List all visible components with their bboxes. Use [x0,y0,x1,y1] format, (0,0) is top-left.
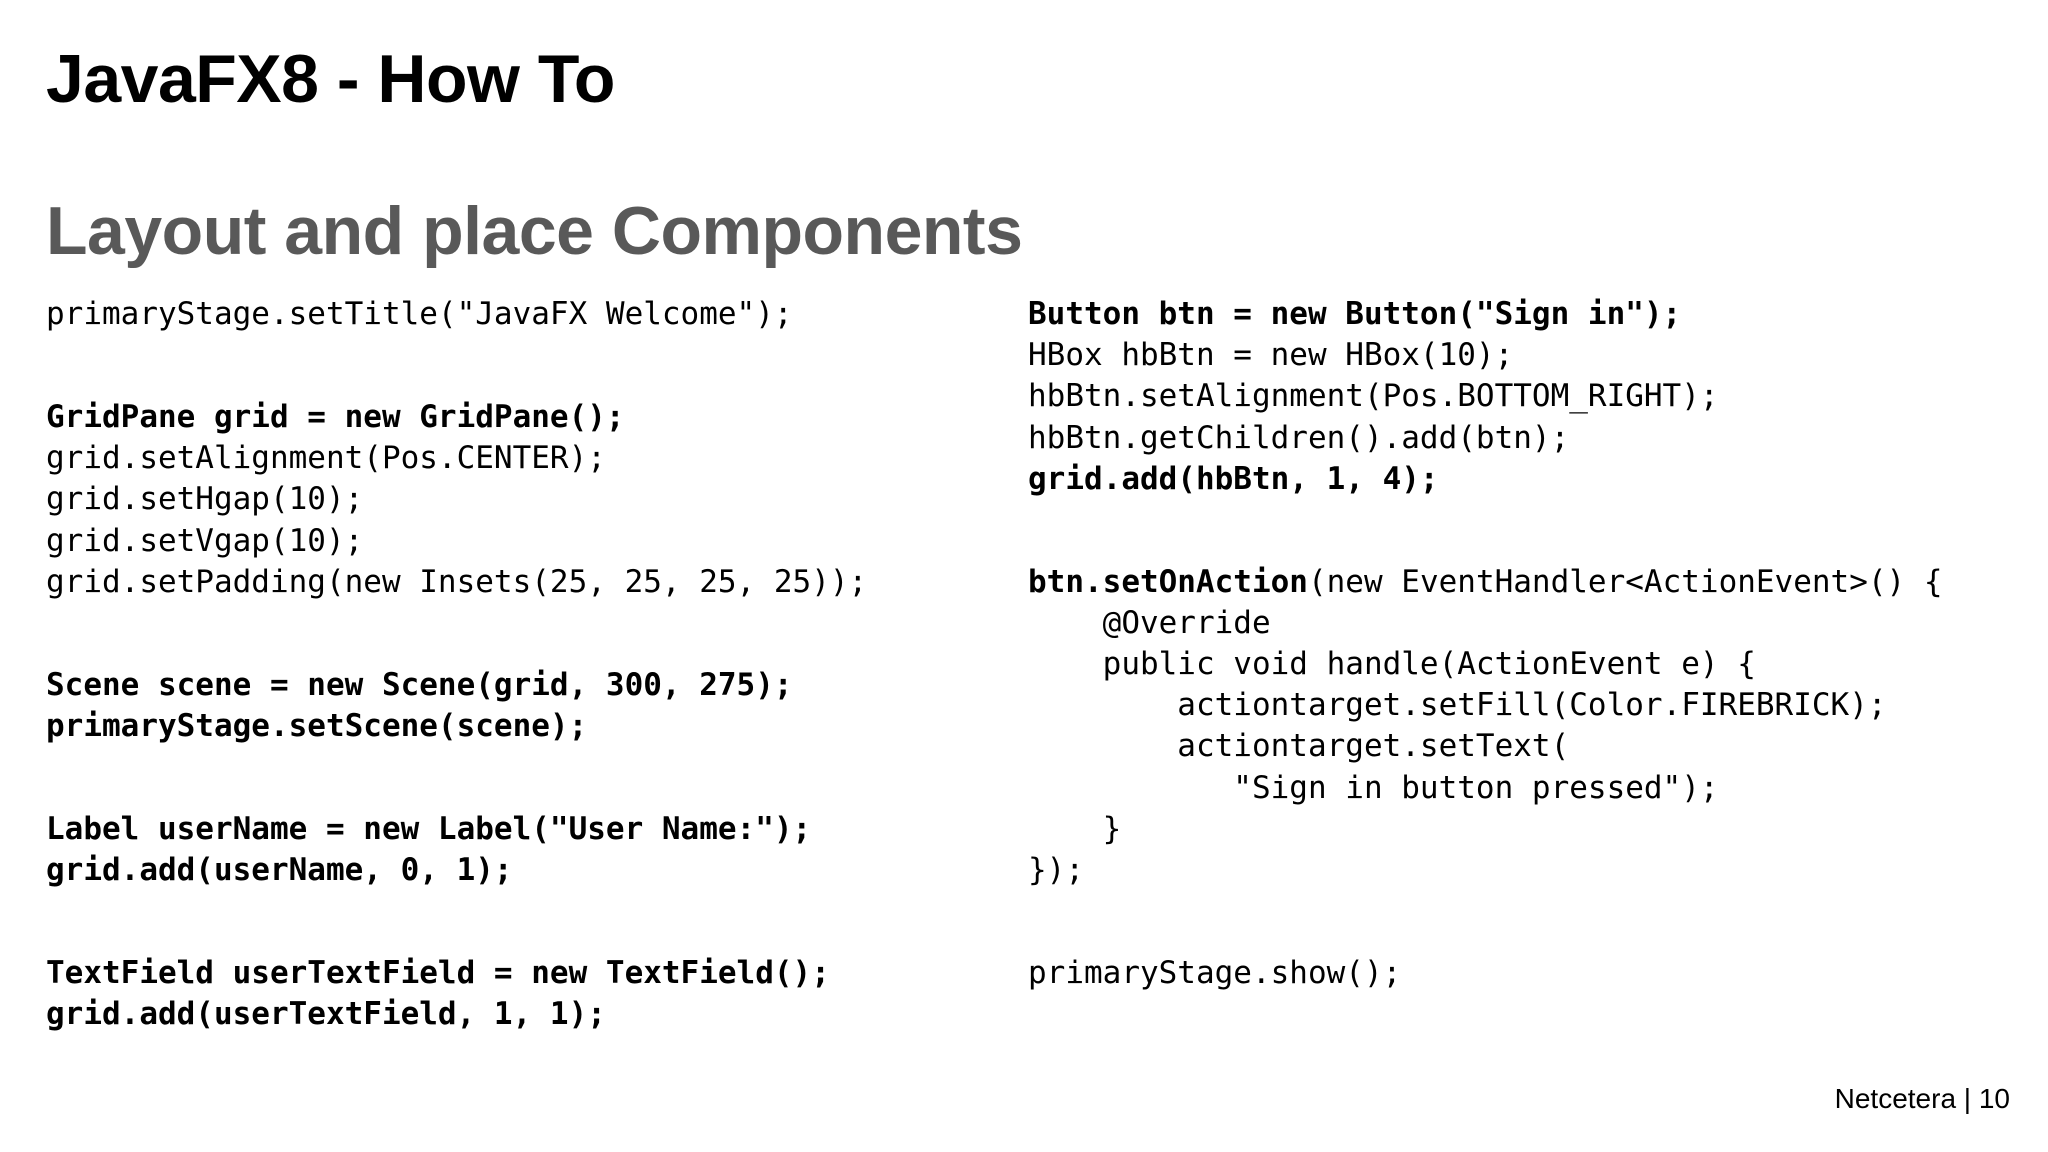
code-block-text-field: TextField userTextField = new TextField(… [46,953,986,1035]
code-line: grid.add(userTextField, 1, 1); [46,996,606,1033]
code-line: grid.setVgap(10); [46,522,364,559]
code-line: }); [1028,852,1084,889]
code-line: grid.setHgap(10); [46,481,364,518]
code-line: HBox hbBtn = new HBox(10); [1028,337,1514,374]
code-line: btn.setOnAction(new EventHandler<ActionE… [1028,562,2028,603]
code-line: TextField userTextField = new TextField(… [46,955,830,992]
code-line: grid.setPadding(new Insets(25, 25, 25, 2… [46,563,868,600]
code-block-button: Button btn = new Button("Sign in"); HBox… [1028,294,2028,500]
code-block-grid-setup: GridPane grid = new GridPane(); grid.set… [46,397,986,603]
code-line: @Override [1028,604,1271,641]
code-column-left: primaryStage.setTitle("JavaFX Welcome");… [46,294,986,1097]
code-block-show: primaryStage.show(); [1028,953,2028,994]
code-line: primaryStage.setTitle("JavaFX Welcome"); [46,296,793,332]
code-line: actiontarget.setFill(Color.FIREBRICK); [1028,687,1887,724]
slide-subtitle: Layout and place Components [46,193,1023,269]
code-line: Label userName = new Label("User Name:")… [46,810,812,847]
code-line: primaryStage.show(); [1028,955,1402,992]
code-line: grid.add(userName, 0, 1); [46,852,513,889]
code-line: primaryStage.setScene(scene); [46,707,588,744]
code-block-scene: Scene scene = new Scene(grid, 300, 275);… [46,665,986,747]
slide-title: JavaFX8 - How To [46,41,615,117]
code-token-bold: btn.setOnAction [1028,563,1308,600]
code-line: Scene scene = new Scene(grid, 300, 275); [46,666,793,703]
code-line: hbBtn.setAlignment(Pos.BOTTOM_RIGHT); [1028,378,1719,415]
code-line: actiontarget.setText( [1028,728,1570,765]
code-line: public void handle(ActionEvent e) { [1028,646,1756,683]
code-line: Button btn = new Button("Sign in"); [1028,296,1682,332]
code-token: (new EventHandler<ActionEvent>() { [1307,563,1943,600]
code-line: hbBtn.getChildren().add(btn); [1028,419,1570,456]
code-line: } [1028,810,1122,847]
code-column-right: Button btn = new Button("Sign in"); HBox… [1028,294,2028,1056]
code-block-label: Label userName = new Label("User Name:")… [46,809,986,891]
code-line: grid.add(hbBtn, 1, 4); [1028,460,1439,497]
code-line: GridPane grid = new GridPane(); [46,398,625,435]
code-block-set-title: primaryStage.setTitle("JavaFX Welcome"); [46,294,986,335]
code-line: grid.setAlignment(Pos.CENTER); [46,440,606,477]
slide-footer: Netcetera | 10 [1834,1083,2010,1114]
code-block-event-handler: btn.setOnAction(new EventHandler<ActionE… [1028,562,2028,892]
code-line: "Sign in button pressed"); [1028,769,1719,806]
